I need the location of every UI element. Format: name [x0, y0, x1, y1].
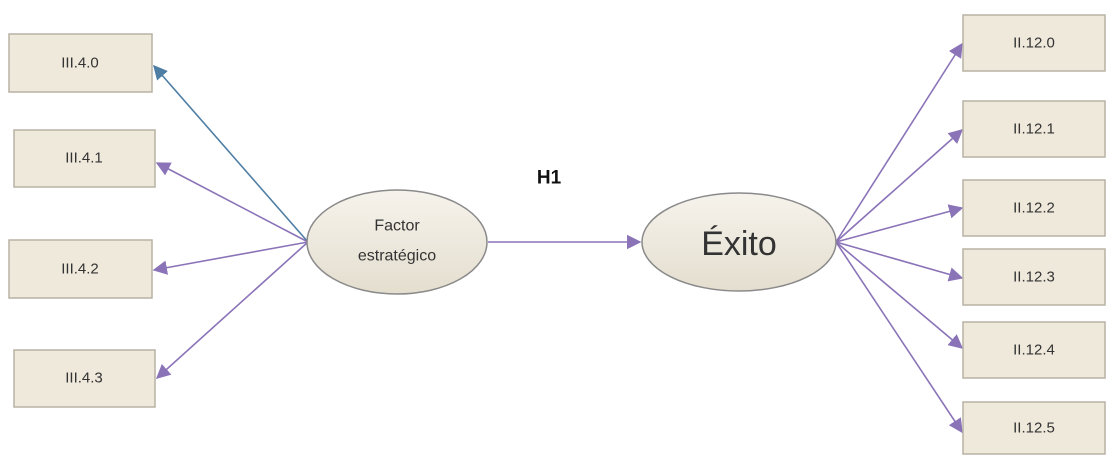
edge-outcome-to-right-0: [835, 42, 963, 243]
edge-factor-to-left-3: [155, 241, 309, 379]
indicator-label: II.12.5: [1013, 420, 1055, 437]
hypothesis-label: H1: [537, 168, 562, 189]
edge-outcome-to-right-5: [835, 241, 963, 434]
edge-factor-to-left-1: [155, 162, 309, 243]
factor-node: Factor estratégico: [306, 189, 488, 295]
indicator-label: III.4.2: [61, 261, 99, 278]
indicator-label: II.12.3: [1013, 269, 1055, 286]
right-indicator-box: II.12.5: [962, 401, 1106, 455]
edge-outcome-to-right-2: [835, 204, 964, 243]
outcome-node: Éxito: [641, 192, 837, 292]
edge-outcome-to-right-1: [835, 129, 964, 243]
left-indicator-box: III.4.3: [13, 349, 156, 408]
right-indicator-box: II.12.4: [962, 321, 1106, 379]
indicator-label: III.4.1: [65, 150, 103, 167]
indicator-label: II.12.2: [1013, 200, 1055, 217]
factor-label-line2: estratégico: [358, 248, 436, 265]
right-indicator-box: II.12.0: [962, 14, 1106, 72]
right-indicator-box: II.12.3: [962, 248, 1106, 306]
edge-factor-to-left-2: [152, 241, 309, 275]
outcome-label: Éxito: [701, 225, 777, 263]
indicator-label: II.12.4: [1013, 342, 1055, 359]
factor-label-line1: Factor: [374, 218, 420, 235]
left-indicator-box: III.4.2: [8, 239, 153, 299]
edge-outcome-to-right-4: [835, 241, 964, 349]
indicator-label: III.4.0: [61, 55, 99, 72]
right-indicator-box: II.12.2: [962, 179, 1106, 237]
edge-outcome-to-right-3: [835, 241, 964, 282]
indicator-label: III.4.3: [65, 370, 103, 387]
indicator-label: II.12.0: [1013, 35, 1055, 52]
left-indicator-box: III.4.1: [13, 129, 156, 188]
indicator-label: II.12.1: [1013, 121, 1055, 138]
edge-factor-to-left-0: [153, 64, 309, 243]
left-indicator-box: III.4.0: [8, 33, 153, 93]
right-indicator-box: II.12.1: [962, 100, 1106, 158]
